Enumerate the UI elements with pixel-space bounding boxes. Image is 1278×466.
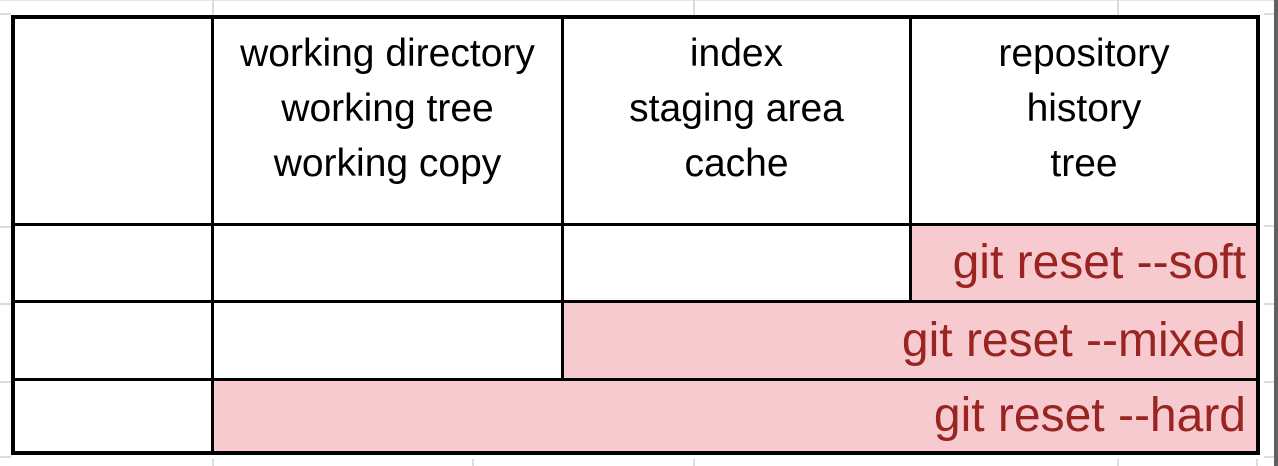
spreadsheet-gridline (1256, 459, 1258, 466)
spreadsheet-gridline (212, 0, 214, 15)
header-line: working directory (240, 32, 535, 75)
header-working-directory: working directory working tree working c… (214, 19, 561, 223)
header-line: index (689, 32, 784, 75)
empty-cell (214, 303, 561, 378)
header-repository: repository history tree (912, 19, 1256, 223)
spreadsheet-gridline (1264, 456, 1274, 458)
spreadsheet-gridline (0, 303, 11, 305)
spreadsheet-gridline (0, 226, 11, 228)
spreadsheet-gridline (693, 0, 695, 15)
highlight-git-reset-hard: git reset --hard (214, 381, 1256, 451)
spreadsheet-gridline (0, 456, 11, 458)
spreadsheet-gridline (0, 381, 11, 383)
spreadsheet-gridline (1264, 225, 1274, 227)
git-reset-table: working directory working tree working c… (11, 15, 1260, 455)
highlight-git-reset-mixed: git reset --mixed (564, 303, 1256, 378)
spreadsheet-gridline (1117, 0, 1119, 15)
spreadsheet-gridline (1264, 13, 1274, 15)
corner-cell (15, 19, 211, 223)
header-line: cache (684, 142, 789, 185)
spreadsheet-gridline (0, 0, 1278, 1)
spreadsheet-gridline (693, 459, 695, 466)
empty-cell (214, 226, 561, 300)
spreadsheet-gridline (1264, 381, 1274, 383)
spreadsheet-gridline (1264, 303, 1274, 305)
header-line: staging area (629, 87, 844, 130)
header-index: index staging area cache (564, 19, 909, 223)
window-edge (1274, 0, 1278, 466)
header-line: working tree (281, 87, 494, 130)
empty-cell (564, 226, 909, 300)
header-line: history (1026, 87, 1142, 130)
spreadsheet-gridline (0, 13, 11, 15)
spreadsheet-gridline (212, 459, 214, 466)
header-line: working copy (273, 142, 502, 185)
empty-cell (15, 381, 211, 451)
header-line: tree (1050, 142, 1118, 185)
spreadsheet-gridline (1117, 459, 1119, 466)
highlight-git-reset-soft: git reset --soft (912, 226, 1256, 300)
empty-cell (15, 226, 211, 300)
empty-cell (15, 303, 211, 378)
header-line: repository (998, 32, 1170, 75)
spreadsheet-gridline (472, 459, 474, 466)
